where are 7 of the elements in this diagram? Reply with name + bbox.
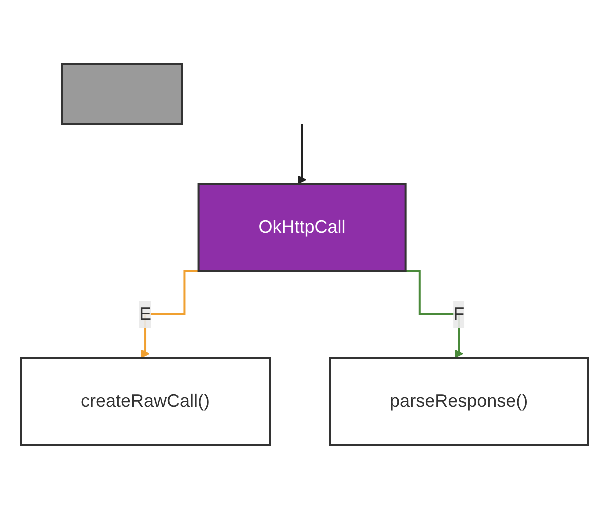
node-box <box>62 62 184 124</box>
node-box: OkHttpCall <box>198 182 408 272</box>
node-box: parseResponse() <box>329 356 590 446</box>
node-box: createRawCall() <box>20 356 272 446</box>
edge-label: F <box>454 304 466 324</box>
edge-label: E <box>140 304 152 324</box>
arrow <box>298 122 308 184</box>
